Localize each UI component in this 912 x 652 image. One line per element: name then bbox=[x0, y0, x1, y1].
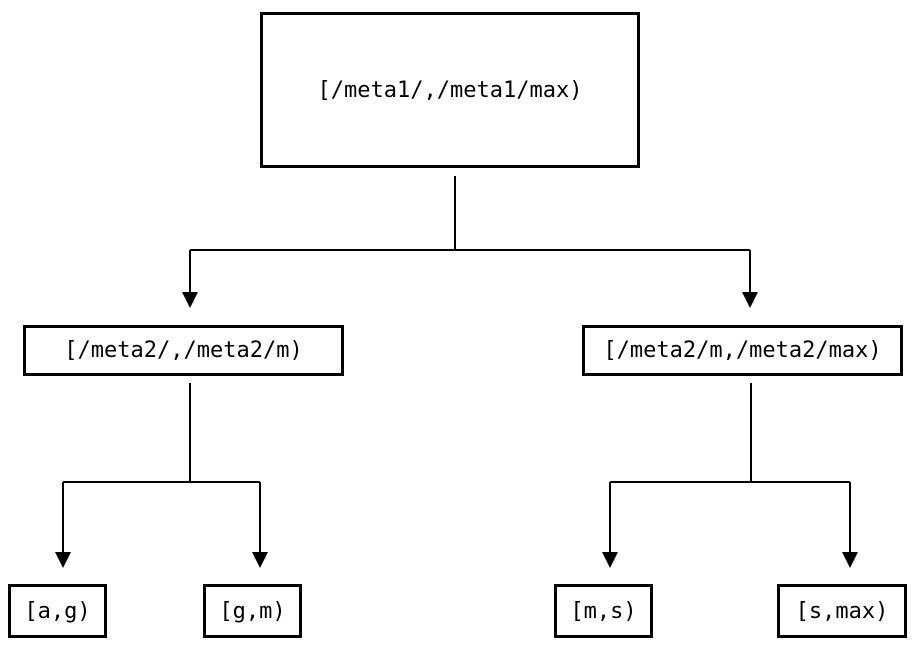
node-meta1-range: [/meta1/,/meta1/max) bbox=[260, 12, 640, 168]
node-meta2-lower-range: [/meta2/,/meta2/m) bbox=[23, 325, 344, 376]
node-leaf-ag-range: [a,g) bbox=[8, 584, 107, 638]
node-leaf-ms-range: [m,s) bbox=[554, 584, 653, 638]
arrowhead-down-icon bbox=[55, 552, 71, 568]
node-meta2-upper-range: [/meta2/m,/meta2/max) bbox=[582, 325, 903, 376]
node-leaf-smax-range: [s,max) bbox=[777, 584, 907, 638]
arrowhead-down-icon bbox=[842, 552, 858, 568]
arrowhead-down-icon bbox=[252, 552, 268, 568]
arrowhead-down-icon bbox=[742, 292, 758, 308]
arrowhead-down-icon bbox=[602, 552, 618, 568]
arrowhead-down-icon bbox=[182, 292, 198, 308]
node-leaf-gm-range: [g,m) bbox=[203, 584, 302, 638]
